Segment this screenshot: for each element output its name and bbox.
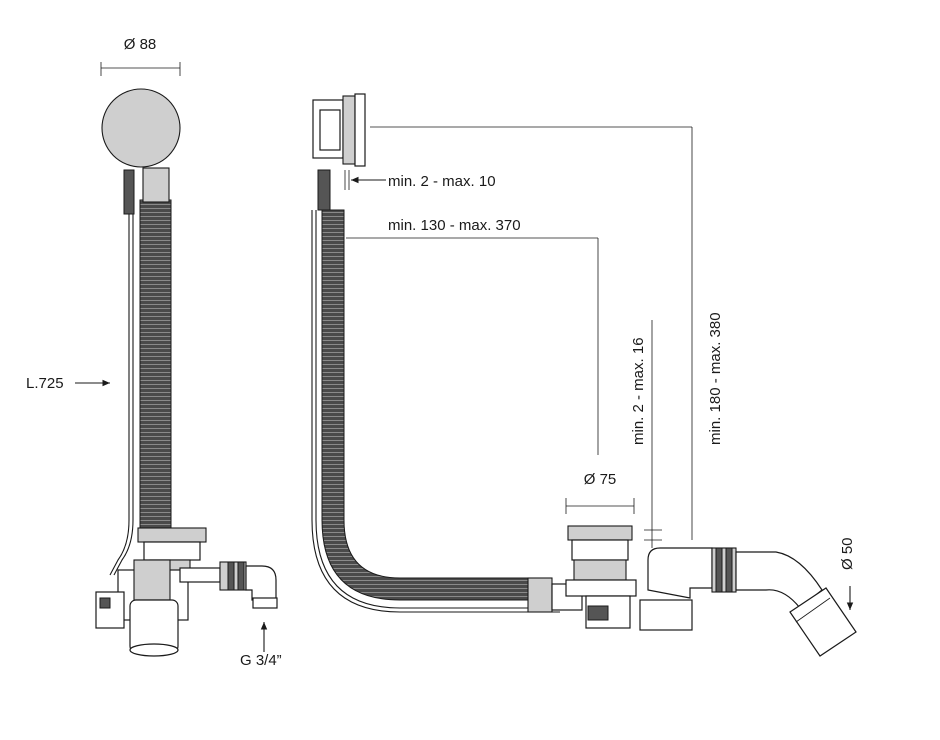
dimension-min2-max16: min. 2 - max. 16	[630, 320, 662, 548]
diameter-50-label: Ø 50	[839, 537, 856, 570]
dimension-min180-max380: min. 180 - max. 380	[370, 126, 724, 540]
diameter-50-dimension: Ø 50	[839, 537, 856, 610]
overflow-cover-side	[312, 93, 366, 211]
diameter-88-label: Ø 88	[124, 36, 157, 53]
drain-body-side	[95, 527, 278, 657]
drain-body-front	[527, 525, 857, 657]
outlet-pipe-50	[789, 587, 857, 657]
overflow-cover-disc	[101, 88, 181, 168]
cable-connector	[123, 169, 135, 215]
diameter-75-label: Ø 75	[584, 471, 617, 488]
corrugated-hose-curve	[321, 209, 531, 601]
dimension-min2-max10: min. 2 - max. 10	[344, 170, 496, 190]
left-view: Ø 88 L.725	[26, 36, 282, 669]
diameter-75-dimension: Ø 75	[565, 471, 635, 514]
right-view: min. 2 - max. 10 min. 130 - max. 370 min…	[311, 93, 857, 657]
dimension-min130-max370: min. 130 - max. 370	[346, 217, 599, 455]
min130-max370-label: min. 130 - max. 370	[388, 217, 521, 234]
bowden-cable	[109, 214, 130, 576]
g-thread-label: G 3/4”	[240, 652, 282, 669]
diameter-88-dimension: Ø 88	[100, 36, 181, 76]
corrugated-hose	[139, 199, 172, 531]
length-725-label: L.725	[26, 375, 64, 392]
min2-max16-label: min. 2 - max. 16	[630, 337, 647, 445]
min2-max10-label: min. 2 - max. 10	[388, 173, 496, 190]
min180-max380-label: min. 180 - max. 380	[707, 312, 724, 445]
